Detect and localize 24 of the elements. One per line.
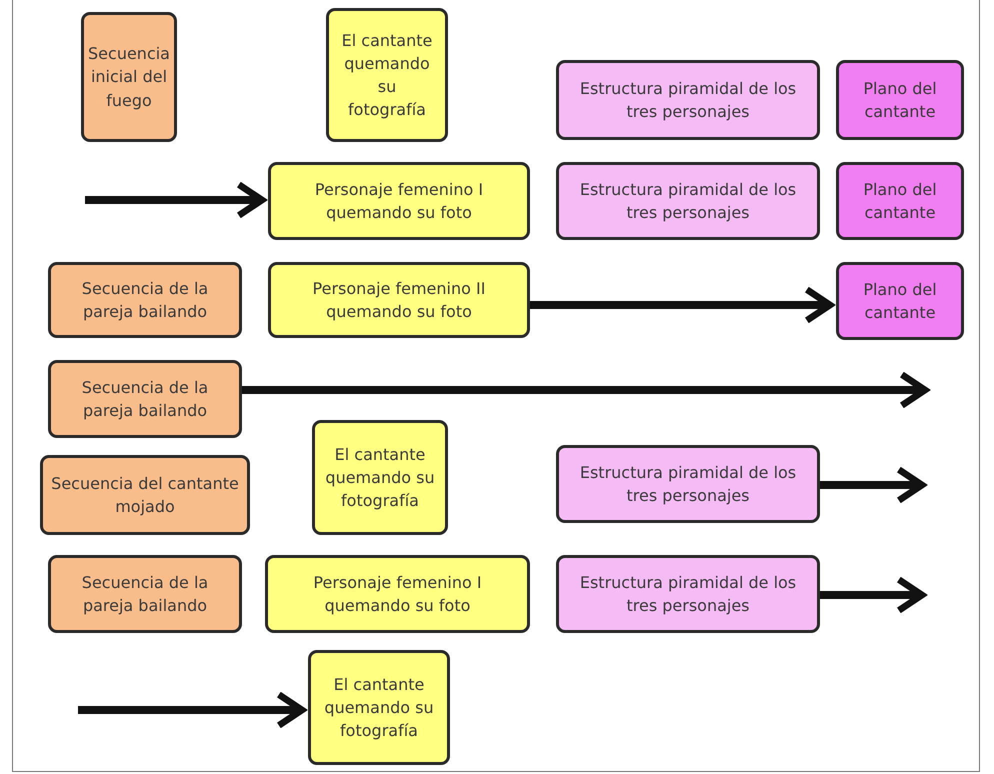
character-box: Personaje femenino I quemando su foto: [268, 162, 530, 240]
character-box: El cantante quemando su fotografía: [312, 420, 448, 535]
sequence-box: Secuencia inicial del fuego: [81, 12, 177, 142]
character-box: Personaje femenino II quemando su foto: [268, 262, 530, 338]
character-box: Personaje femenino I quemando su foto: [265, 555, 530, 633]
character-box: El cantante quemando su fotografía: [308, 650, 450, 765]
arrow: [85, 181, 266, 219]
arrow: [530, 286, 834, 324]
arrow: [820, 466, 926, 504]
sequence-box: Secuencia de la pareja bailando: [48, 555, 242, 633]
character-box: El cantante quemando su fotografía: [326, 8, 448, 142]
structure-box: Estructura piramidal de los tres personajes: [556, 555, 820, 633]
arrow: [820, 576, 926, 614]
shot-box: Plano del cantante: [836, 162, 964, 240]
sequence-box: Secuencia del cantante mojado: [40, 455, 250, 535]
structure-box: Estructura piramidal de los tres personajes: [556, 162, 820, 240]
structure-box: Estructura piramidal de los tres personajes: [556, 60, 820, 140]
shot-box: Plano del cantante: [836, 262, 964, 340]
arrow: [242, 371, 928, 409]
arrow: [78, 691, 306, 729]
sequence-box: Secuencia de la pareja bailando: [48, 360, 242, 438]
structure-box: Estructura piramidal de los tres personajes: [556, 445, 820, 523]
sequence-box: Secuencia de la pareja bailando: [48, 262, 242, 338]
shot-box: Plano del cantante: [836, 60, 964, 140]
